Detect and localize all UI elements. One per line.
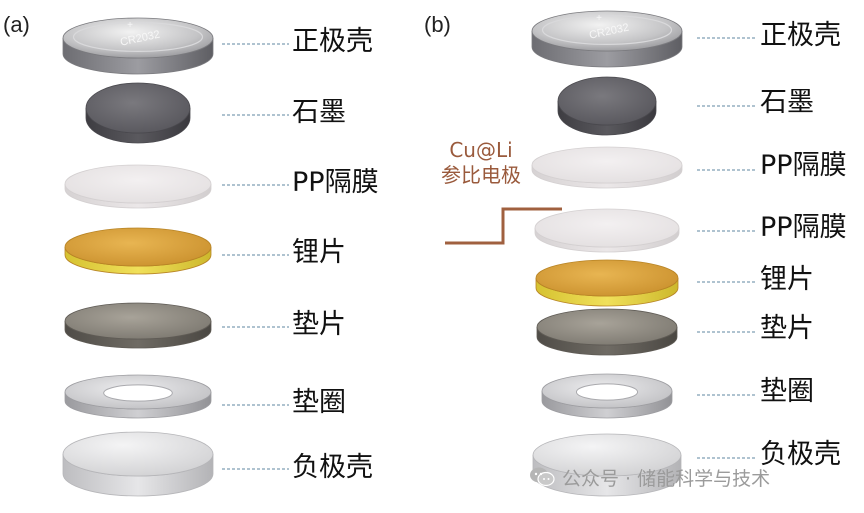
- panel-b-separator-disc-top: [531, 146, 683, 184]
- reference-electrode-label: Cu@Li 参比电极: [428, 138, 534, 188]
- panel-b-graphite-disc-top: [557, 76, 657, 126]
- panel-a-separator-disc-top: [64, 164, 212, 204]
- panel-b-separator-disc: [531, 146, 683, 189]
- wechat-icon: [530, 467, 555, 487]
- watermark-text: 公众号 · 储能科学与技术: [562, 467, 771, 490]
- panel-b-cap-plus-mark: +: [596, 13, 602, 24]
- panel-a-base-disc: [62, 431, 214, 497]
- panel-a-washer-disc: [64, 374, 212, 419]
- panel-a-separator-disc: [64, 164, 212, 209]
- panel-b-base-disc: [532, 433, 682, 497]
- panel-a-label-lithium: 锂片: [292, 237, 346, 268]
- watermark: 公众号 · 储能科学与技术: [528, 462, 770, 492]
- panel-a-label-separator: PP隔膜: [292, 167, 379, 198]
- panel-a-base-disc-top: [62, 431, 214, 477]
- panel-a-cap-disc: CR2032+: [62, 17, 214, 75]
- panel-a-label: (a): [3, 12, 30, 37]
- panel-a-label-washer: 垫圈: [292, 387, 346, 418]
- panel-b-lithium-disc-top: [535, 259, 679, 297]
- panel-b-cap-disc: CR2032+: [531, 10, 683, 68]
- panel-a-lithium-disc: [64, 227, 212, 275]
- panel-b-label-lithium: 锂片: [760, 264, 814, 295]
- panel-b-label-positive-case: 正极壳: [760, 20, 841, 51]
- panel-b-lithium-disc: [535, 259, 679, 307]
- panel-a-cap-rim: [72, 22, 204, 52]
- reference-electrode-wire: [445, 207, 562, 245]
- panel-b-cap-disc-top: [531, 10, 683, 52]
- panel-a-cap-plus-mark: +: [127, 20, 133, 31]
- panel-b-label-separator-2: PP隔膜: [760, 212, 847, 243]
- panel-b-label: (b): [424, 12, 451, 37]
- panel-a-spacer-disc: [64, 302, 212, 349]
- panel-b-separator-disc-top: [534, 208, 680, 248]
- panel-b-label-spacer: 垫片: [760, 313, 814, 344]
- panel-a-graphite-disc: [85, 82, 191, 144]
- panel-a-spacer-disc-top: [64, 302, 212, 340]
- panel-b-label-washer: 垫圈: [760, 376, 814, 407]
- panel-b-cap-rim: [541, 15, 673, 45]
- panel-b-washer-hole: [575, 383, 639, 401]
- panel-b-graphite-disc: [557, 76, 657, 136]
- panel-a-cap-disc-top: [62, 17, 214, 59]
- reference-electrode-caption: 参比电极: [441, 163, 521, 187]
- panel-b-separator-disc: [534, 208, 680, 253]
- panel-b-washer-disc: [541, 373, 673, 419]
- panel-b-spacer-disc-top: [536, 308, 678, 346]
- panel-a-lithium-disc-top: [64, 227, 212, 267]
- panel-b-spacer-disc: [536, 308, 678, 356]
- panel-a-label-positive-case: 正极壳: [292, 26, 373, 57]
- panel-b-label-negative-case: 负极壳: [760, 439, 841, 470]
- panel-a-washer-hole: [103, 384, 173, 402]
- panel-a-graphite-disc-top: [85, 82, 191, 134]
- panel-b-label-graphite: 石墨: [760, 87, 814, 118]
- panel-b-label-separator-1: PP隔膜: [760, 150, 847, 181]
- panel-a-label-negative-case: 负极壳: [292, 452, 373, 483]
- reference-electrode-name: Cu@Li: [449, 138, 513, 162]
- panel-a-label-graphite: 石墨: [292, 97, 346, 128]
- panel-b-base-disc-top: [532, 433, 682, 477]
- panel-a-label-spacer: 垫片: [292, 309, 346, 340]
